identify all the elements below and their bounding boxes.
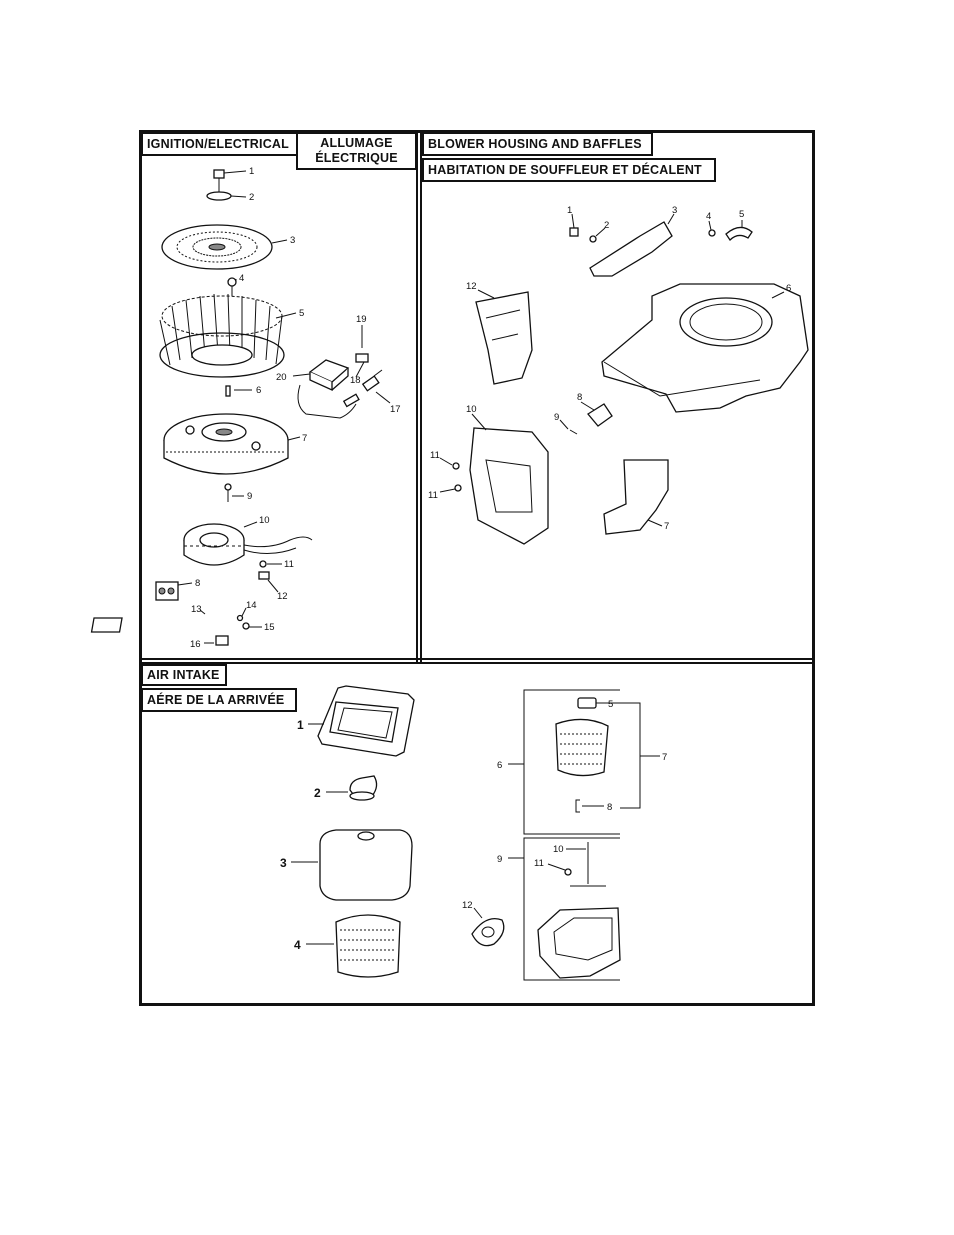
callout-ign-4: 4 [239,273,244,284]
callout-blower-8: 8 [577,392,582,403]
blower-part-screw-11b [455,485,461,491]
callout-ign-3: 3 [290,235,295,246]
air-part-knob [350,776,377,800]
ignition-part-clip-18 [356,354,368,362]
ignition-part-fan [160,294,284,377]
callout-ign-6: 6 [256,385,261,396]
ignition-part-rectifier [156,582,178,600]
ignition-part-pin [225,484,231,502]
callout-ign-5: 5 [299,308,304,319]
air-part-gasket [472,919,504,946]
blower-part-baffle-12 [476,292,532,384]
blower-part-housing-6 [602,284,808,412]
air-part-pin-8 [576,800,580,812]
callout-blower-9: 9 [554,412,559,423]
callout-ign-13: 13 [191,604,202,615]
callout-ign-19: 19 [356,314,367,325]
ignition-part-washer-small [216,636,228,645]
callout-blower-11b: 11 [428,490,438,501]
callout-air-10: 10 [553,844,564,855]
ignition-part-screw-small [260,561,266,567]
blower-part-screw-4 [709,230,715,236]
callout-air-5: 5 [608,699,613,710]
blower-parts: 1 2 3 4 5 12 6 10 8 9 11 11 7 [428,205,808,544]
callout-air-9: 9 [497,854,502,865]
callout-air-3: 3 [280,856,287,870]
blower-part-screw-11a [453,463,459,469]
air-part-element [336,915,400,977]
blower-part-baffle-7 [604,460,668,534]
callout-blower-4: 4 [706,211,711,222]
ignition-part-screen [162,225,272,269]
callout-air-1: 1 [297,718,304,732]
callout-blower-2: 2 [604,220,609,231]
callout-ign-10: 10 [259,515,270,526]
ignition-part-screw [228,278,236,296]
air-part-screw-11 [565,869,571,875]
air-intake-parts: 1 2 3 4 5 6 7 8 9 10 11 12 [280,686,667,980]
ignition-part-washer [207,192,231,200]
callout-ign-8: 8 [195,578,200,589]
blower-part-screw-9 [570,430,577,434]
blower-part-screw-1 [570,228,578,236]
callout-blower-3: 3 [672,205,677,216]
callout-air-7: 7 [662,752,667,763]
ignition-part-clamp [259,572,269,579]
callout-air-12: 12 [462,900,473,911]
blower-part-baffle-10 [470,428,548,544]
callout-ign-16: 16 [190,639,201,650]
callout-blower-12: 12 [466,281,477,292]
ignition-part-spark-plug [363,370,382,391]
callout-air-11: 11 [534,858,544,869]
callout-ign-2: 2 [249,192,254,203]
blower-part-clip-5 [726,227,752,240]
callout-ign-11: 11 [284,559,294,570]
air-part-base [538,908,620,978]
callout-blower-6: 6 [786,283,791,294]
ignition-part-nut-2 [243,623,249,629]
callout-blower-7: 7 [664,521,669,532]
callout-air-6: 6 [497,760,502,771]
ignition-part-bolt [214,170,224,192]
callout-blower-1: 1 [567,205,572,216]
callout-blower-5: 5 [739,209,744,220]
callout-ign-7: 7 [302,433,307,444]
blower-part-clip-8 [588,404,612,426]
callout-air-8: 8 [607,802,612,813]
callout-air-2: 2 [314,786,321,800]
air-part-filter [556,719,608,775]
callout-ign-1: 1 [249,166,254,177]
callout-ign-18: 18 [350,375,361,386]
callout-air-4: 4 [294,938,301,952]
ignition-part-nut [238,616,243,621]
ignition-part-module [298,360,359,418]
ignition-part-flywheel [164,414,288,474]
air-part-cover [318,686,414,756]
callout-ign-12: 12 [277,591,288,602]
air-part-clip-5 [578,698,596,708]
callout-ign-14: 14 [246,600,257,611]
ignition-part-key [226,386,230,396]
callout-ign-17: 17 [390,404,401,415]
ignition-part-bracket [92,618,122,632]
callout-ign-20: 20 [276,372,287,383]
callout-blower-10: 10 [466,404,477,415]
blower-part-nut-2 [590,236,596,242]
air-part-housing [320,830,412,900]
ignition-parts: 1 2 3 4 5 19 20 18 6 17 7 9 10 11 12 8 1… [92,166,401,650]
callout-ign-15: 15 [264,622,275,633]
callout-ign-9: 9 [247,491,252,502]
callout-blower-11a: 11 [430,450,440,461]
